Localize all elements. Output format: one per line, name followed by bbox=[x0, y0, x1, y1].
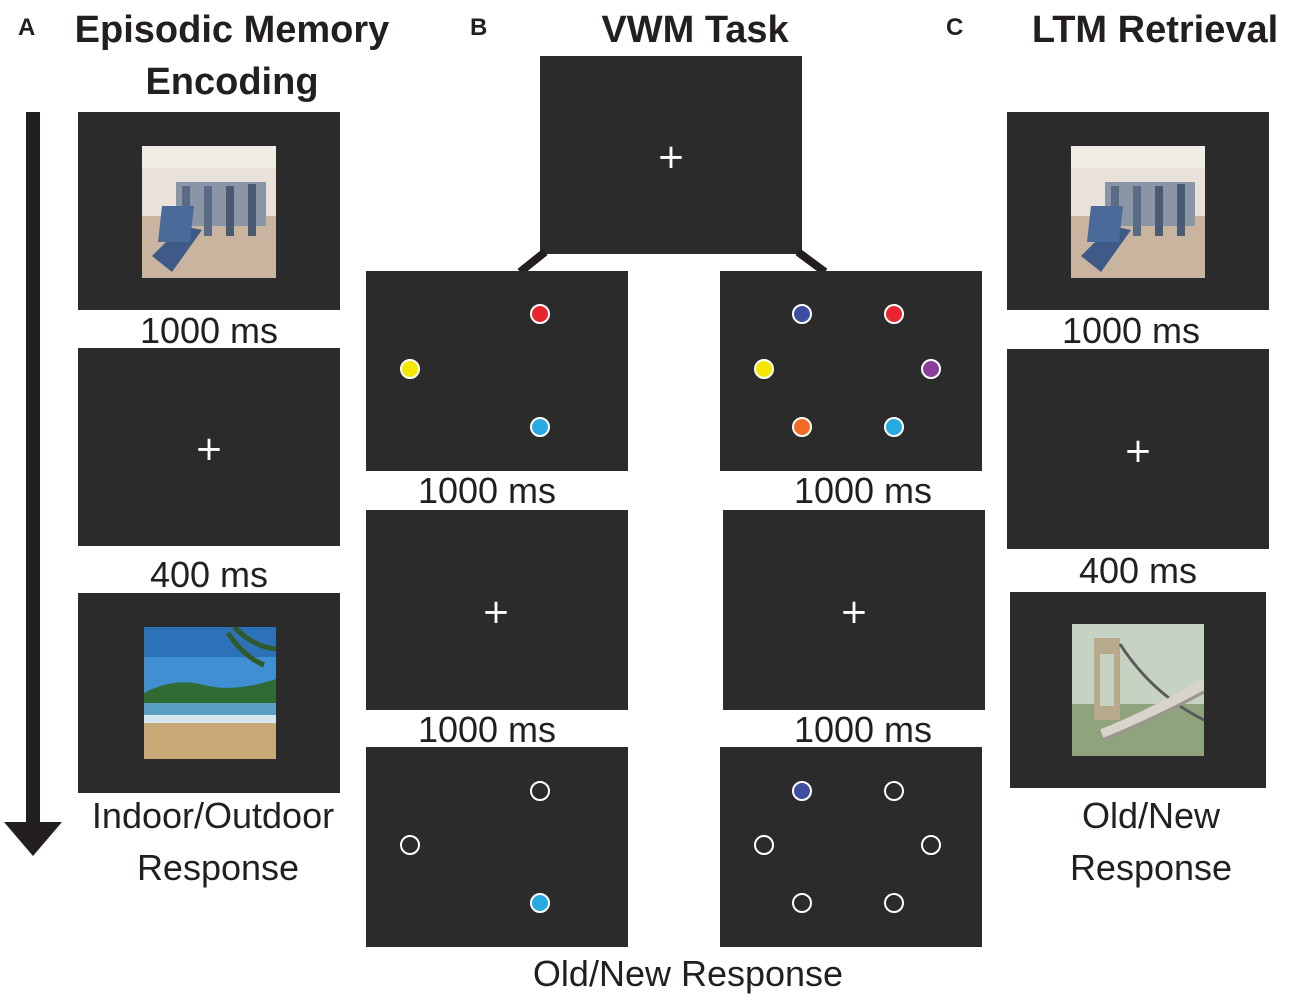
a-screen-1 bbox=[78, 112, 340, 310]
gym-photo bbox=[1071, 146, 1205, 278]
time-arrow bbox=[4, 112, 62, 856]
a-duration-2: 400 ms bbox=[149, 554, 269, 595]
fixation-cross: + bbox=[839, 592, 869, 632]
b-left-screen-1 bbox=[366, 271, 628, 471]
c-response-line1: Old/New bbox=[1081, 795, 1221, 836]
c-response-line2: Response bbox=[1069, 847, 1233, 888]
c-duration-2: 400 ms bbox=[1078, 550, 1198, 591]
empty-dot bbox=[792, 893, 812, 913]
panel-letter-b: B bbox=[470, 14, 488, 41]
a-duration-1: 1000 ms bbox=[139, 310, 279, 351]
b-response-label: Old/New Response bbox=[532, 953, 844, 994]
bridge-photo bbox=[1072, 624, 1204, 756]
panel-a-title-line2: Encoding bbox=[145, 61, 319, 103]
red-dot bbox=[530, 304, 550, 324]
fixation-cross: + bbox=[194, 429, 224, 469]
a-response-line1: Indoor/Outdoor bbox=[91, 795, 335, 836]
cyan-dot bbox=[530, 417, 550, 437]
panel-b-title: VWM Task bbox=[601, 9, 789, 51]
b-right-screen-2: + bbox=[723, 510, 985, 710]
c-screen-2: + bbox=[1007, 349, 1269, 549]
b-right-duration-1: 1000 ms bbox=[793, 470, 933, 511]
b-left-screen-2: + bbox=[366, 510, 628, 710]
red-dot bbox=[884, 304, 904, 324]
yellow-dot bbox=[754, 359, 774, 379]
cyan-dot bbox=[530, 893, 550, 913]
purple-dot bbox=[921, 359, 941, 379]
panel-c-title: LTM Retrieval bbox=[1031, 9, 1279, 51]
empty-dot bbox=[921, 835, 941, 855]
b-right-screen-3 bbox=[720, 747, 982, 947]
branch-lines bbox=[517, 248, 828, 276]
c-screen-1 bbox=[1007, 112, 1269, 310]
b-right-screen-1 bbox=[720, 271, 982, 471]
b-top-screen: + bbox=[540, 56, 802, 254]
fixation-cross: + bbox=[1123, 431, 1153, 471]
panel-a-title-line1: Episodic Memory bbox=[74, 9, 390, 51]
empty-dot bbox=[754, 835, 774, 855]
blue-dot bbox=[792, 304, 812, 324]
c-screen-3 bbox=[1010, 592, 1266, 788]
fixation-cross: + bbox=[481, 592, 511, 632]
empty-dot bbox=[530, 781, 550, 801]
empty-dot bbox=[884, 781, 904, 801]
beach-photo bbox=[144, 627, 276, 759]
b-left-screen-3 bbox=[366, 747, 628, 947]
blue-dot bbox=[792, 781, 812, 801]
fixation-cross: + bbox=[656, 137, 686, 177]
empty-dot bbox=[884, 893, 904, 913]
a-response-line2: Response bbox=[136, 847, 300, 888]
b-left-duration-2: 1000 ms bbox=[417, 709, 557, 750]
b-left-duration-1: 1000 ms bbox=[417, 470, 557, 511]
b-right-duration-2: 1000 ms bbox=[793, 709, 933, 750]
panel-letter-c: C bbox=[946, 14, 964, 41]
a-screen-2: + bbox=[78, 348, 340, 546]
cyan-dot bbox=[884, 417, 904, 437]
gym-photo bbox=[142, 146, 276, 278]
yellow-dot bbox=[400, 359, 420, 379]
orange-dot bbox=[792, 417, 812, 437]
a-screen-3 bbox=[78, 593, 340, 793]
panel-letter-a: A bbox=[18, 14, 36, 41]
c-duration-1: 1000 ms bbox=[1061, 310, 1201, 351]
panel-a-title: Episodic Memory Encoding bbox=[62, 4, 402, 108]
empty-dot bbox=[400, 835, 420, 855]
